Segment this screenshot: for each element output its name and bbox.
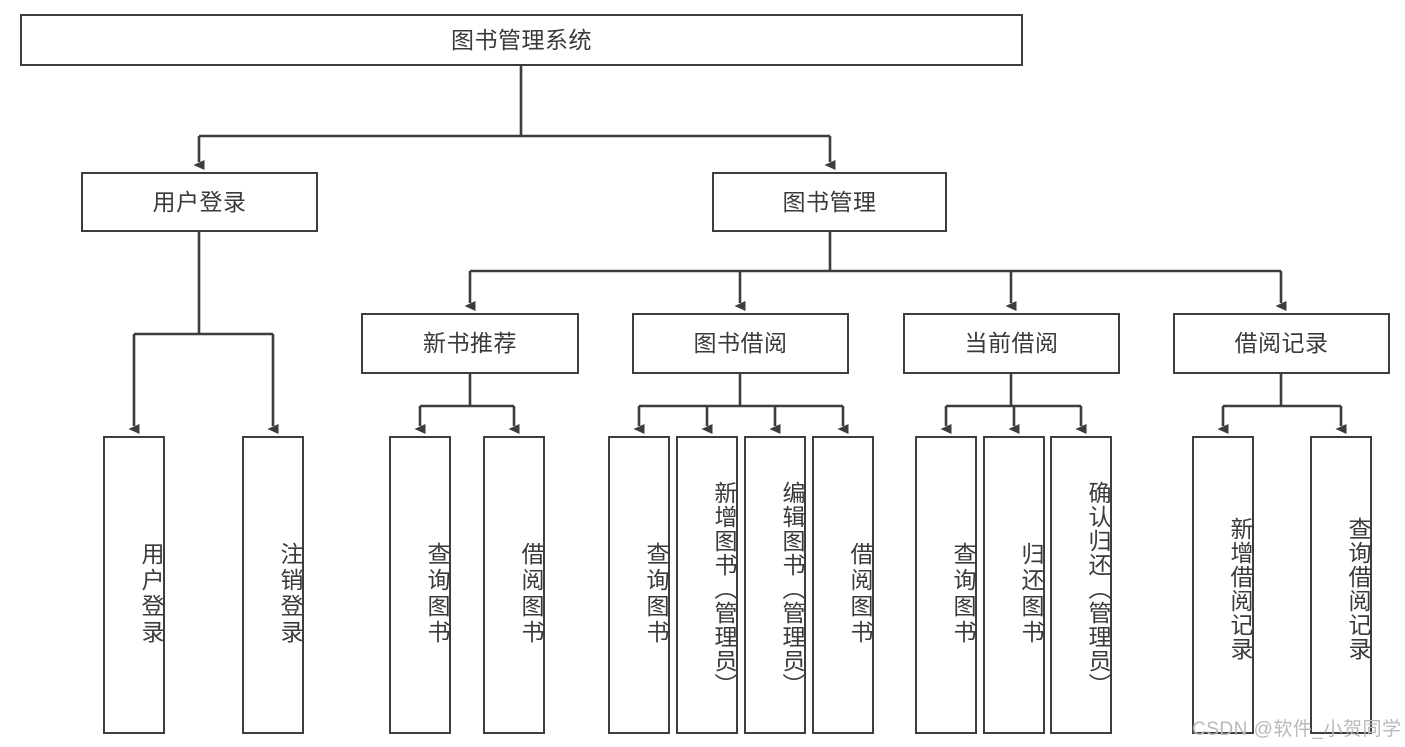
node-new-book-recommend[interactable]: 新书推荐 xyxy=(361,313,579,374)
node-book-manage-label: 图书管理 xyxy=(782,188,877,215)
node-user-login-label: 用户登录 xyxy=(152,188,247,215)
node-leaf-query-book-3[interactable]: 查询图书 xyxy=(915,436,977,734)
node-leaf-logout[interactable]: 注销登录 xyxy=(242,436,304,734)
node-leaf-user-login-label: 用户登录 xyxy=(138,542,164,646)
node-leaf-query-book-2[interactable]: 查询图书 xyxy=(608,436,670,734)
node-leaf-confirm-return-label: 确认归还（管理员） xyxy=(1085,481,1111,697)
node-leaf-return-book[interactable]: 归还图书 xyxy=(983,436,1045,734)
node-leaf-add-record[interactable]: 新增借阅记录 xyxy=(1192,436,1254,734)
node-leaf-query-book-1[interactable]: 查询图书 xyxy=(389,436,451,734)
node-leaf-return-book-label: 归还图书 xyxy=(1018,542,1044,646)
node-leaf-logout-label: 注销登录 xyxy=(277,542,303,646)
node-current-borrow-label: 当前借阅 xyxy=(964,330,1059,357)
csdn-watermark: CSDN @软件_小贺同学 xyxy=(1192,719,1402,740)
node-leaf-borrow-book-2-label: 借阅图书 xyxy=(847,542,873,646)
node-leaf-confirm-return[interactable]: 确认归还（管理员） xyxy=(1050,436,1112,734)
node-current-borrow[interactable]: 当前借阅 xyxy=(903,313,1120,374)
node-leaf-borrow-book-1[interactable]: 借阅图书 xyxy=(483,436,545,734)
node-book-borrow-label: 图书借阅 xyxy=(693,330,788,357)
node-leaf-user-login[interactable]: 用户登录 xyxy=(103,436,165,734)
node-leaf-add-book-label: 新增图书（管理员） xyxy=(711,481,737,697)
node-book-borrow[interactable]: 图书借阅 xyxy=(632,313,849,374)
node-leaf-query-book-1-label: 查询图书 xyxy=(424,542,450,646)
node-borrow-record[interactable]: 借阅记录 xyxy=(1173,313,1390,374)
node-leaf-borrow-book-1-label: 借阅图书 xyxy=(518,542,544,646)
node-root-label: 图书管理系统 xyxy=(451,26,592,53)
node-user-login[interactable]: 用户登录 xyxy=(81,172,318,232)
node-leaf-query-book-3-label: 查询图书 xyxy=(950,542,976,646)
node-borrow-record-label: 借阅记录 xyxy=(1234,330,1329,357)
node-new-book-recommend-label: 新书推荐 xyxy=(423,330,517,357)
node-leaf-edit-book[interactable]: 编辑图书（管理员） xyxy=(744,436,806,734)
node-leaf-add-record-label: 新增借阅记录 xyxy=(1227,517,1253,661)
node-leaf-borrow-book-2[interactable]: 借阅图书 xyxy=(812,436,874,734)
node-leaf-query-record[interactable]: 查询借阅记录 xyxy=(1310,436,1372,734)
node-leaf-add-book[interactable]: 新增图书（管理员） xyxy=(676,436,738,734)
node-leaf-query-record-label: 查询借阅记录 xyxy=(1345,517,1371,661)
node-book-manage[interactable]: 图书管理 xyxy=(712,172,947,232)
node-leaf-query-book-2-label: 查询图书 xyxy=(643,542,669,646)
node-leaf-edit-book-label: 编辑图书（管理员） xyxy=(779,481,805,697)
node-root[interactable]: 图书管理系统 xyxy=(20,14,1023,66)
